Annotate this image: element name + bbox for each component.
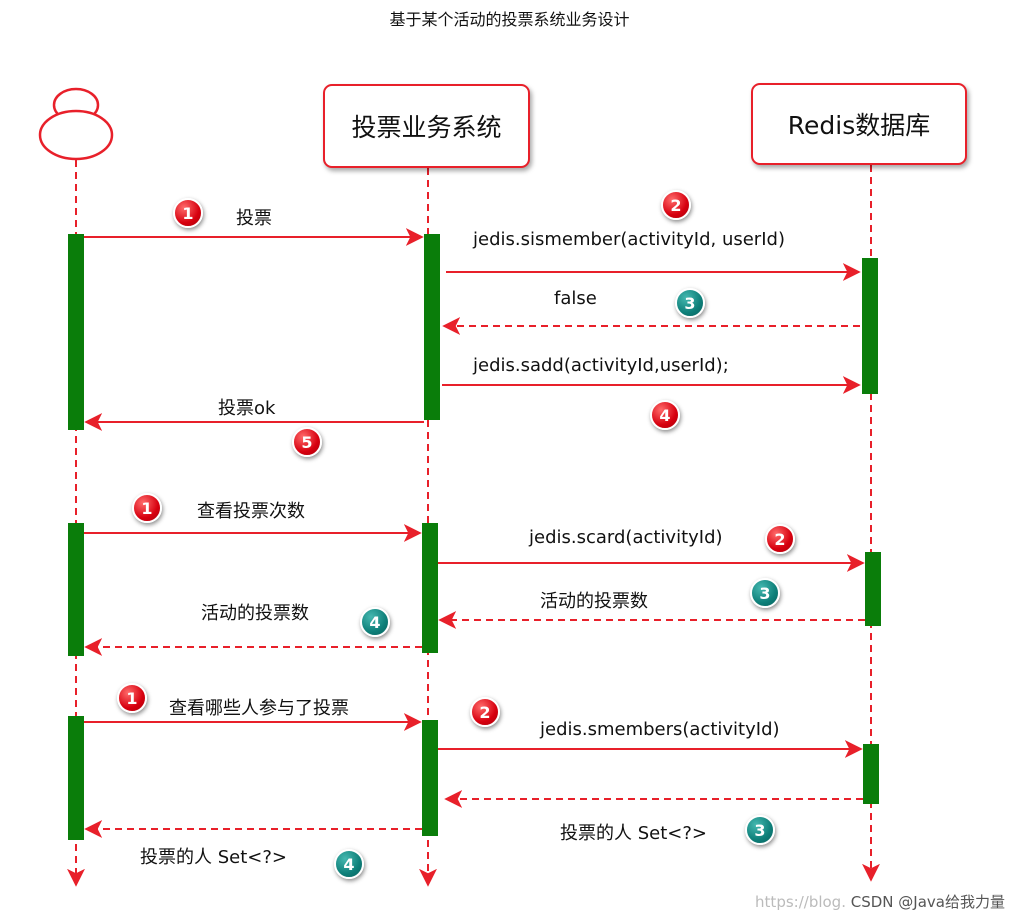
- message-label: 投票的人 Set<?>: [560, 823, 707, 844]
- message-label: 投票的人 Set<?>: [140, 847, 287, 868]
- step-badge: 2: [661, 190, 691, 220]
- step-badge: 2: [470, 697, 500, 727]
- step-badge: 4: [334, 849, 364, 879]
- message-label: 活动的投票数: [540, 591, 648, 612]
- user-actor-icon: [38, 87, 114, 161]
- message-label: 活动的投票数: [201, 603, 309, 624]
- step-badge: 1: [117, 683, 147, 713]
- activation-bar: [68, 716, 84, 840]
- message-label: 查看哪些人参与了投票: [169, 698, 349, 719]
- activation-bar: [68, 523, 84, 656]
- activation-bar: [865, 552, 881, 626]
- step-badge: 1: [173, 198, 203, 228]
- activation-bar: [422, 720, 438, 836]
- activation-bar: [68, 234, 84, 430]
- step-badge: 2: [765, 524, 795, 554]
- message-label: jedis.sismember(activityId, userId): [473, 229, 785, 250]
- message-label: jedis.sadd(activityId,userId);: [473, 355, 729, 376]
- activation-bar: [422, 523, 438, 653]
- watermark: https://blog. CSDN @Java给我力量: [755, 891, 1005, 912]
- step-badge: 3: [675, 288, 705, 318]
- activation-bar: [424, 234, 440, 420]
- step-badge: 4: [360, 607, 390, 637]
- diagram-title: 基于某个活动的投票系统业务设计: [389, 10, 630, 29]
- watermark-text: CSDN @Java给我力量: [850, 893, 1005, 911]
- message-label: jedis.smembers(activityId): [540, 719, 780, 740]
- activation-bar: [862, 258, 878, 394]
- message-label: 投票: [236, 208, 272, 229]
- step-badge: 5: [292, 427, 322, 457]
- participant-redis: Redis数据库: [751, 83, 967, 165]
- participant-system: 投票业务系统: [323, 84, 530, 168]
- step-badge: 3: [750, 578, 780, 608]
- watermark-prefix: https://blog.: [755, 893, 846, 911]
- message-label: 投票ok: [218, 398, 276, 419]
- step-badge: 4: [650, 400, 680, 430]
- message-label: jedis.scard(activityId): [529, 527, 723, 548]
- activation-bar: [863, 744, 879, 804]
- step-badge: 3: [745, 815, 775, 845]
- message-label: false: [554, 288, 597, 309]
- message-label: 查看投票次数: [197, 501, 305, 522]
- step-badge: 1: [132, 493, 162, 523]
